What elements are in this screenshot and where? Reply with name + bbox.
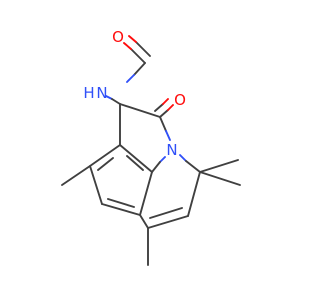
benzene-bond-1: [119, 144, 153, 173]
methyl-groups: [61, 159, 241, 266]
ring-n-aromatic-bond-carbon-half: [151, 161, 161, 173]
lactam-oxygen-label: O: [174, 91, 186, 109]
carbonyl-ring-n-bond-nitrogen-half: [165, 130, 171, 141]
formyl-c-n-bond-nitrogen-half: [126, 74, 135, 83]
formyl-c-o-bond-oxygen-half: [123, 42, 132, 50]
benzene-inner-double-3: [97, 157, 114, 171]
ch-carbonyl-bond: [119, 103, 161, 118]
molecule-structure-diagram: O N H O N: [0, 0, 300, 300]
formyl-c-o-bond-carbon-half: [130, 48, 146, 64]
dihydropyridine-ring: [139, 154, 201, 229]
formyl-c-o-double-line-carbon-half: [135, 41, 151, 57]
aryl-methyl-bond: [61, 165, 91, 186]
benzene-ring: [89, 144, 153, 216]
cquat-ch-bond: [187, 171, 201, 217]
formyl-oxygen-label: O: [112, 28, 124, 46]
cme-aromatic-bond: [139, 214, 149, 229]
ring-n-aromatic-bond-nitrogen-half: [159, 156, 166, 163]
amide-hydrogen-label: H: [83, 84, 94, 102]
lactam-ring: [119, 98, 174, 173]
amide-nitrogen-label: N: [96, 84, 107, 102]
atom-labels: O N H O N: [83, 28, 186, 159]
lactam-c-o-double-line-oxygen-half: [162, 98, 169, 105]
ch-cme-double-line: [149, 207, 183, 219]
benzene-inner-double-2: [107, 198, 135, 208]
benzene-bond-2: [139, 171, 153, 216]
ring-n-cquat-bond-carbon-half: [185, 160, 201, 173]
n-ch-bond-nitrogen-half: [105, 95, 113, 100]
carbonyl-ring-n-bond-carbon-half: [159, 116, 167, 132]
canvas-background: [0, 0, 300, 300]
benzene-inner-double-1: [126, 155, 144, 171]
lactam-c-o-bond-oxygen-half: [167, 104, 174, 111]
lactam-c-o-double-line-carbon-half: [154, 103, 164, 112]
gem-methyl-1-bond: [199, 159, 239, 173]
benzene-bond-3: [101, 203, 141, 216]
ch-cme-double-bond: [147, 215, 189, 229]
formyl-c-n-bond-carbon-half: [133, 62, 146, 76]
ring-n-cquat-bond-nitrogen-half: [179, 154, 187, 162]
formyl-c-o-double-line-oxygen-half: [128, 35, 137, 43]
amide-linkage: [105, 95, 121, 105]
gem-methyl-2-bond: [199, 171, 241, 186]
lactam-c-o-bond-carbon-half: [159, 109, 169, 118]
benzene-bond-4: [89, 165, 103, 205]
formyl-group: [123, 35, 151, 83]
benzene-bond-5: [89, 144, 121, 167]
n-ch-bond-carbon-half: [111, 98, 121, 105]
ring-nitrogen-label: N: [166, 141, 177, 159]
